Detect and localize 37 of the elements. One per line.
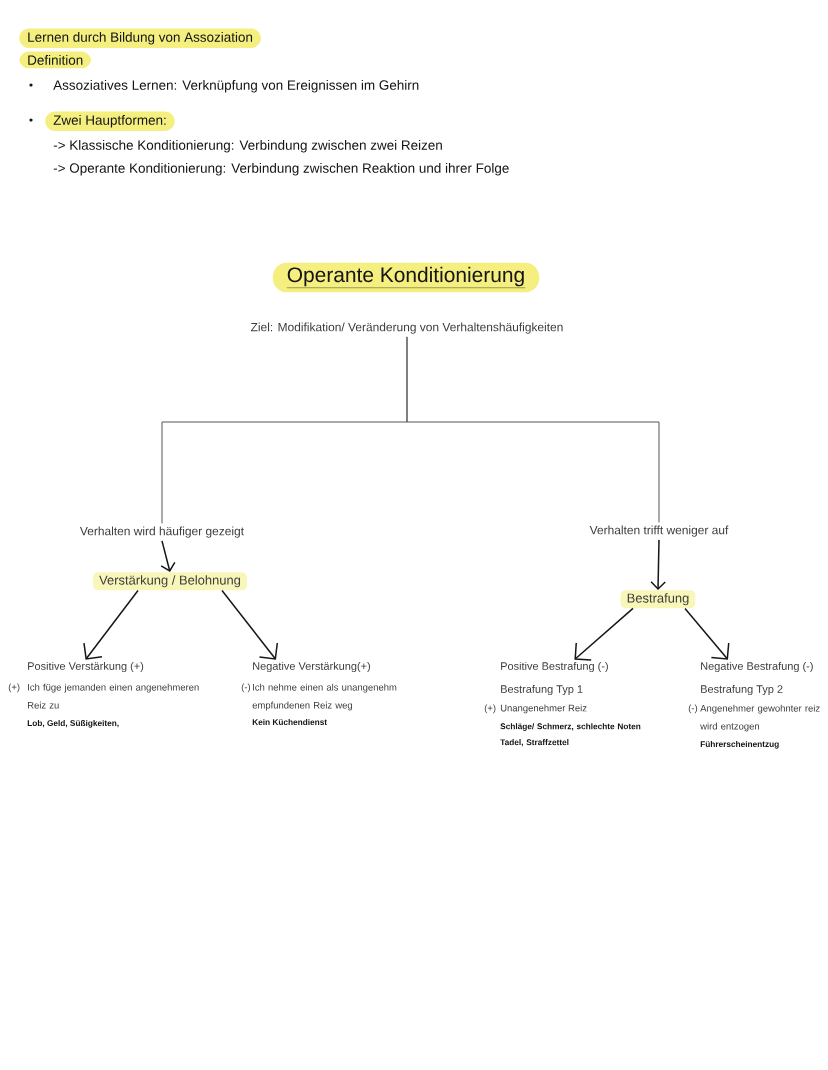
node-text: Unangenehmer Reiz — [500, 704, 587, 714]
sign-label: (+) — [484, 704, 496, 714]
node-heading: Positive Bestrafung (-) — [501, 661, 608, 673]
bullet-text: Assoziatives Lernen: Verknüpfung von Ereignissen im Gehirn — [53, 80, 419, 93]
page-heading: Lernen durch Bildung von Assoziation — [19, 28, 261, 48]
sign-label: (-) — [241, 683, 251, 693]
category-label: Bestrafung — [620, 590, 696, 609]
branch-text: Verhalten wird häufiger gezeigt — [79, 526, 244, 538]
node-heading: Negative Verstärkung(+) — [253, 661, 370, 673]
node-heading: Negative Bestrafung (-) — [701, 661, 813, 673]
sign-label: (+) — [8, 683, 20, 693]
list-item: -> Klassische Konditionierung: Verbindung zwischen zwei Reizen — [53, 140, 442, 153]
node-text: Ich füge jemanden einen angenehmeren Reiz zu — [28, 683, 199, 709]
example-text: Führerscheinentzug — [700, 740, 779, 749]
example-text: Lob, Geld, Süßigkeiten, — [27, 719, 119, 728]
connector-line — [406, 336, 660, 523]
example-text: Kein Küchendienst — [252, 718, 327, 725]
arrow — [83, 589, 139, 660]
node-text: Angenehmer gewohnter reiz wird entzogen — [700, 704, 820, 732]
branch-text: Verhalten trifft weniger auf — [589, 525, 729, 537]
arrow — [684, 607, 730, 660]
example-text: Schläge/ Schmerz, schlechte Noten Tadel, Straffzettel — [500, 723, 641, 747]
list-item: -> Operante Konditionierung: Verbindung zwischen Reaktion und ihrer Folge — [53, 163, 509, 176]
section-heading: Definition — [19, 51, 92, 69]
arrow — [574, 607, 634, 661]
diagram-title: Operante Konditionierung — [272, 262, 540, 293]
goal-text: Ziel: Modifikation/ Veränderung von Verhaltenshäufigkeiten — [250, 322, 563, 334]
arrow — [160, 540, 176, 572]
arrow — [221, 589, 279, 660]
node-subtitle: Bestrafung Typ 1 — [501, 684, 583, 696]
arrow — [650, 539, 666, 590]
category-label: Verstärkung / Belohnung — [93, 572, 247, 591]
node-subtitle: Bestrafung Typ 2 — [701, 684, 783, 696]
sign-label: (-) — [688, 704, 698, 714]
bullet-text: Zwei Hauptformen: — [45, 111, 175, 131]
node-heading: Positive Verstärkung (+) — [28, 661, 144, 673]
node-text: Ich nehme einen als unangenehm empfundenen Reiz weg — [252, 683, 397, 711]
